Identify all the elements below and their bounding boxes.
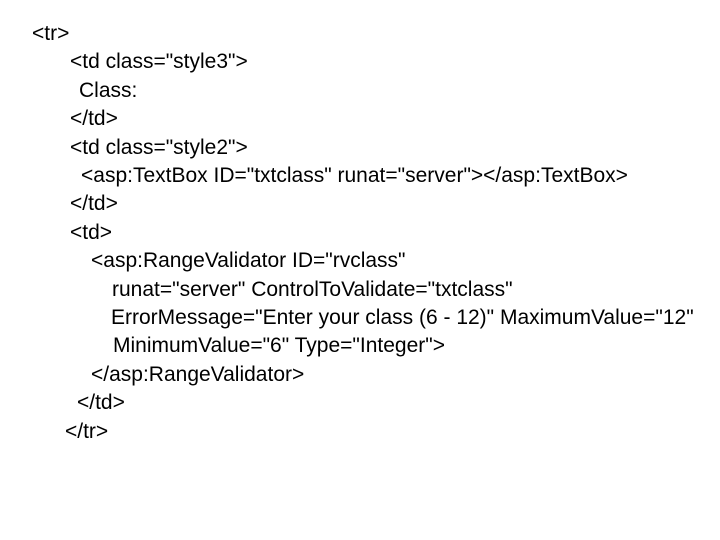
code-line: <asp:RangeValidator ID="rvclass" — [91, 249, 406, 273]
code-line: runat="server" ControlToValidate="txtcla… — [112, 277, 513, 301]
code-line: </tr> — [65, 419, 109, 443]
code-line: </td> — [70, 107, 118, 131]
code-line: </asp:RangeValidator> — [91, 362, 305, 386]
code-line: </td> — [70, 192, 118, 216]
code-line: <tr> — [32, 22, 70, 45]
code-line: <td> — [70, 220, 113, 244]
code-line: <td class="style3"> — [70, 50, 248, 74]
code-line: ErrorMessage="Enter your class (6 - 12)"… — [111, 306, 694, 330]
code-line: </td> — [77, 391, 125, 415]
code-line: <asp:TextBox ID="txtclass" runat="server… — [81, 164, 628, 188]
code-line: <td class="style2"> — [70, 135, 248, 159]
code-line: Class: — [79, 78, 138, 102]
code-line: MinimumValue="6" Type="Integer"> — [113, 334, 445, 358]
code-block: <tr><td class="style3"> Class: </td> <td cl… — [0, 20, 720, 446]
